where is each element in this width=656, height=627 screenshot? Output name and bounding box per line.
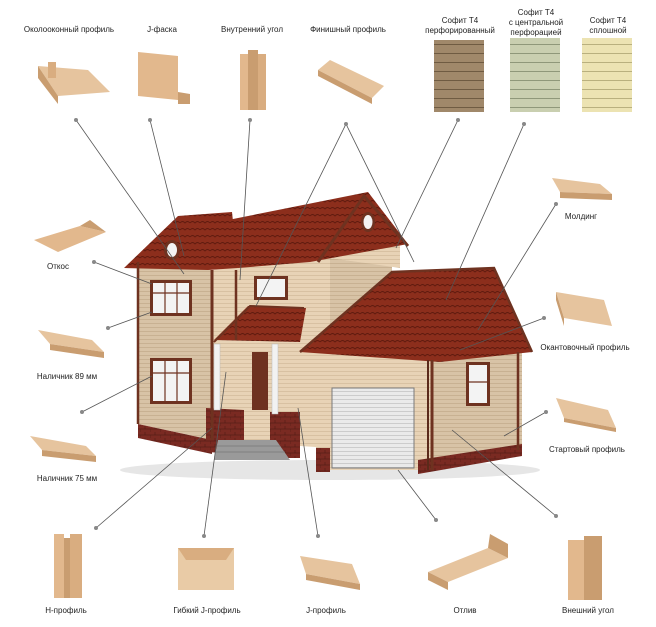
label-j-profile: J-профиль	[306, 606, 346, 615]
sample-soffit-perforated	[434, 40, 484, 112]
gable-trim	[316, 193, 410, 263]
label-flexible-j: Гибкий J-профиль	[173, 606, 241, 615]
sample-molding	[552, 178, 612, 200]
brick-base-garage	[316, 448, 330, 472]
label-molding: Молдинг	[564, 212, 598, 221]
window-lower-left	[150, 358, 192, 404]
label-edging-profile: Окантовочный профиль	[540, 343, 630, 352]
sample-starter-profile	[556, 398, 616, 432]
label-finish-profile: Финишный профиль	[310, 25, 386, 34]
leader-lines	[75, 119, 557, 537]
label-soffit-perforated: Софит Т4 перфорированный	[425, 16, 495, 35]
label-soffit-solid: Софит Т4 сплошной	[589, 16, 627, 35]
brick-base-left	[138, 424, 212, 454]
sample-inner-corner	[240, 50, 266, 110]
label-drip-cap: Отлив	[453, 606, 477, 615]
window-garage-side	[466, 362, 490, 406]
garage-roof	[300, 268, 532, 362]
sample-reveal	[34, 220, 106, 252]
label-inner-corner: Внутренний угол	[221, 25, 283, 34]
sample-window-profile	[38, 62, 110, 104]
profile-samples	[30, 38, 632, 600]
label-casing-75: Наличник 75 мм	[36, 474, 98, 483]
garage-side-wall	[432, 352, 522, 470]
sample-soffit-central	[510, 38, 560, 112]
sample-soffit-solid	[582, 38, 632, 112]
sample-edging-profile	[556, 292, 612, 326]
label-soffit-central: Софит Т4 с центральной перфорацией	[508, 8, 564, 37]
sample-j-profile	[300, 556, 360, 590]
porch-roof-trim	[213, 304, 305, 343]
label-j-chamfer: J-фаска	[147, 25, 177, 34]
label-reveal: Откос	[47, 262, 69, 271]
window-upper-center	[254, 276, 288, 300]
brick-base-garage-side	[418, 444, 522, 474]
sample-casing-89	[38, 330, 104, 358]
front-door	[252, 352, 268, 410]
label-starter-profile: Стартовый профиль	[549, 445, 625, 454]
sample-j-chamfer	[138, 52, 190, 104]
garage-door	[331, 387, 415, 469]
label-casing-89: Наличник 89 мм	[36, 372, 98, 381]
porch-column-left	[213, 343, 221, 411]
label-outer-corner: Внешний угол	[562, 606, 614, 615]
window-upper-left	[150, 280, 192, 316]
roof-left-slope	[124, 212, 238, 270]
sample-casing-75	[30, 436, 96, 462]
sample-finish-profile	[318, 60, 384, 104]
porch-column-right	[271, 343, 279, 415]
main-front-wall	[212, 258, 330, 448]
porch-steps	[214, 440, 290, 460]
sample-flexible-j	[178, 548, 234, 590]
sample-h-profile	[54, 534, 82, 598]
house	[120, 192, 540, 480]
label-window-profile: Околооконный профиль	[23, 25, 115, 34]
sample-drip-cap	[428, 534, 508, 590]
label-h-profile: Н-профиль	[45, 606, 87, 615]
sample-outer-corner	[568, 536, 602, 600]
leader-dots	[74, 118, 558, 538]
roof-main	[218, 192, 408, 268]
garage-roof-trim	[299, 266, 534, 353]
